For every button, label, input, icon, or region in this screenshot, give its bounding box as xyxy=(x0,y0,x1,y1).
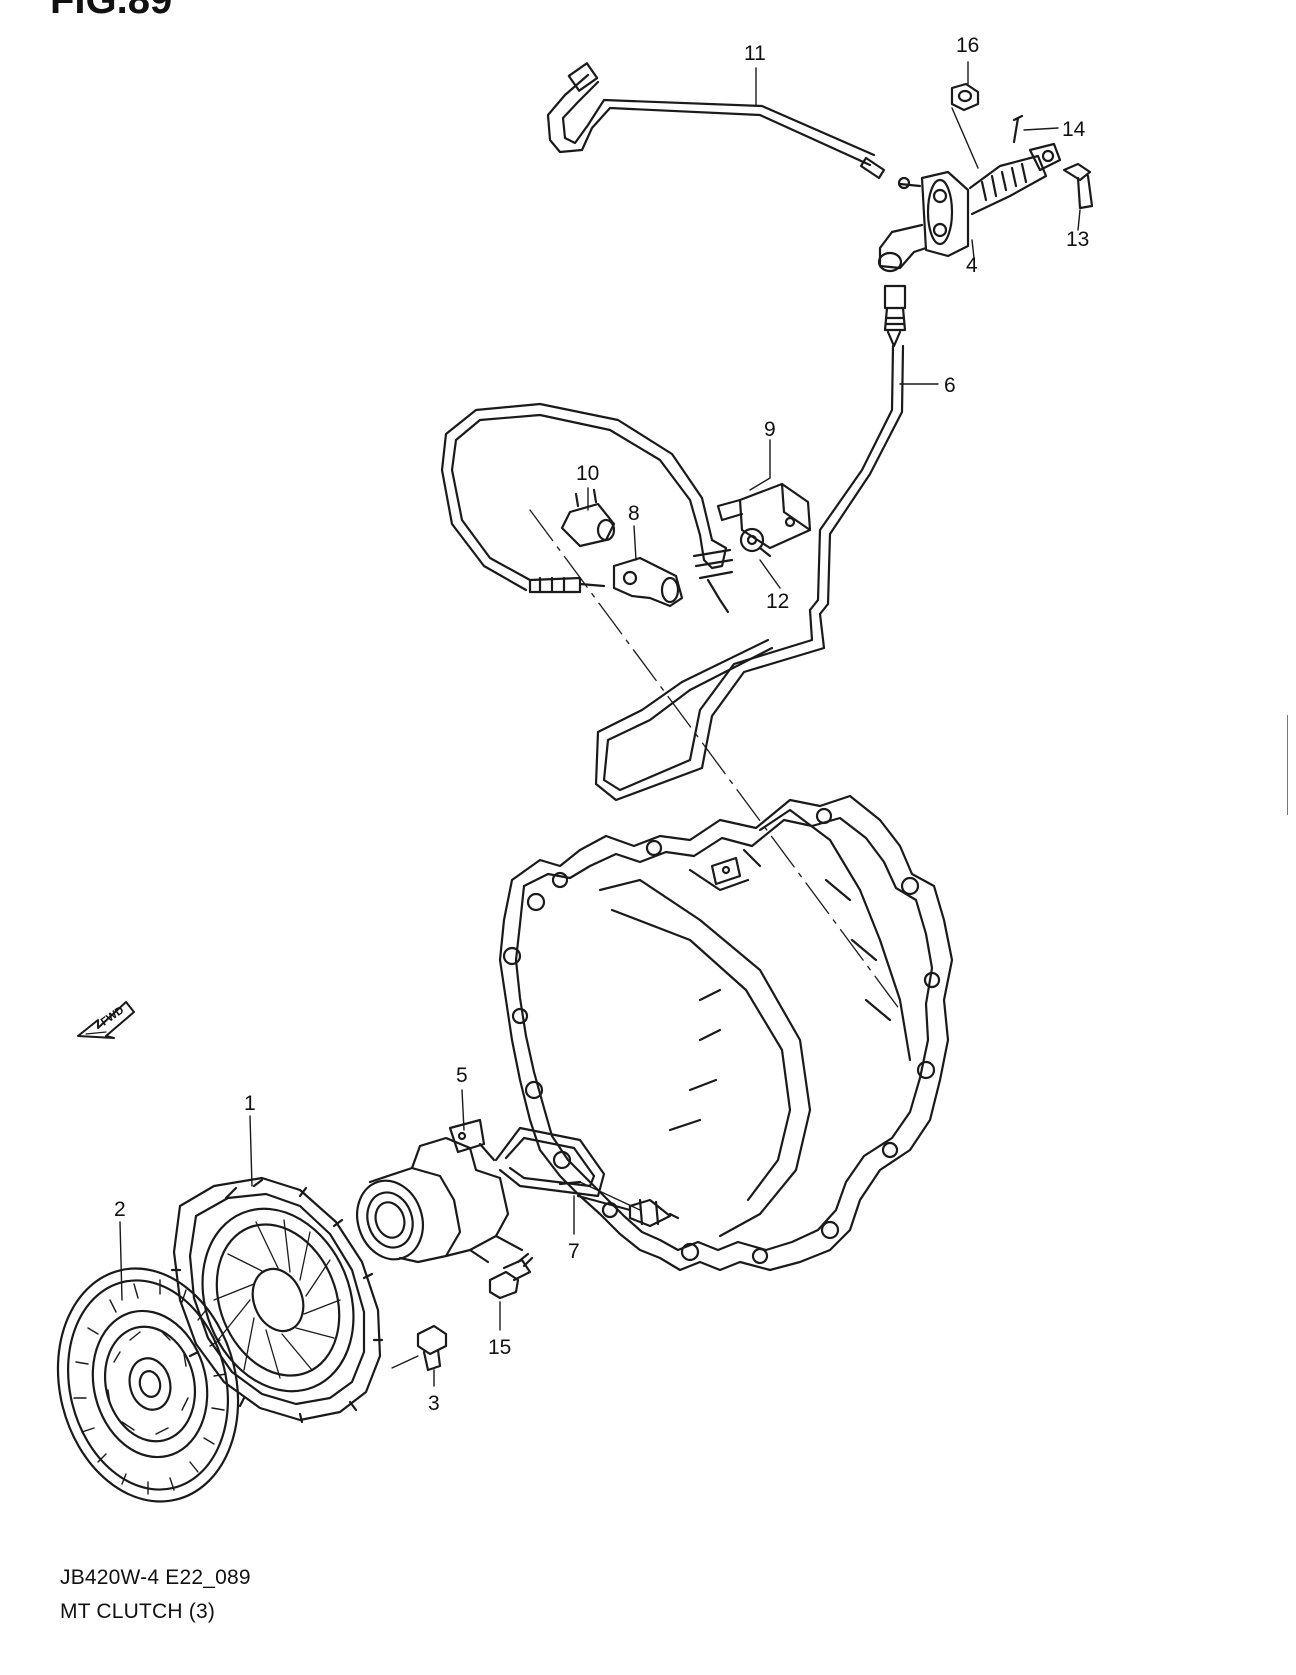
part-15-bolt xyxy=(488,1252,534,1300)
transmission-housing xyxy=(498,794,954,1272)
callout-4: 4 xyxy=(966,254,978,277)
part-12-bolt xyxy=(739,527,772,558)
callout-5: 5 xyxy=(456,1064,468,1087)
part-9-bracket xyxy=(716,482,812,550)
part-3-bolt xyxy=(391,1324,448,1372)
clutch-pipe-lower xyxy=(594,608,826,802)
part-2-clutch-disc xyxy=(56,1267,240,1503)
callout-11: 11 xyxy=(744,42,766,65)
callout-12: 12 xyxy=(766,590,789,613)
part-4-master-cylinder xyxy=(877,142,1062,273)
diagram-caption: MT CLUTCH (3) xyxy=(60,1600,216,1623)
callout-8: 8 xyxy=(628,502,640,525)
fwd-direction-icon: FWD xyxy=(77,1001,135,1039)
callout-7: 7 xyxy=(568,1240,580,1263)
diagram-code: JB420W-4 E22_089 xyxy=(60,1566,251,1589)
page-edge-mark xyxy=(1287,715,1296,815)
part-10-clip xyxy=(560,488,616,548)
callout-16: 16 xyxy=(956,34,979,57)
part-6-clutch-pipe xyxy=(808,284,907,616)
fwd-label: FWD xyxy=(99,1004,126,1028)
callout-13: 13 xyxy=(1066,228,1089,251)
callout-6: 6 xyxy=(944,374,956,397)
part-5-release-bearing xyxy=(356,1118,524,1264)
callout-1: 1 xyxy=(244,1092,256,1115)
callout-9: 9 xyxy=(764,418,776,441)
part-14-pin xyxy=(1012,114,1024,144)
callout-14: 14 xyxy=(1062,118,1086,141)
callout-leader-lines xyxy=(119,61,1081,1387)
callout-2: 2 xyxy=(114,1198,126,1221)
part-13-clevis-pin xyxy=(1062,162,1094,210)
part-16-nut xyxy=(950,82,980,169)
callout-3: 3 xyxy=(428,1392,440,1415)
figure-title: FIG.89 xyxy=(50,0,173,22)
part-1-clutch-cover xyxy=(170,1176,384,1424)
part-8-union xyxy=(612,556,684,608)
clutch-flexible-hose xyxy=(440,402,734,614)
part-7-bleeder-pipe xyxy=(494,1126,680,1228)
assembly-guide-line xyxy=(529,509,901,1011)
part-11-clutch-pipe xyxy=(546,62,886,180)
callout-15: 15 xyxy=(488,1336,511,1359)
callout-10: 10 xyxy=(576,462,599,485)
